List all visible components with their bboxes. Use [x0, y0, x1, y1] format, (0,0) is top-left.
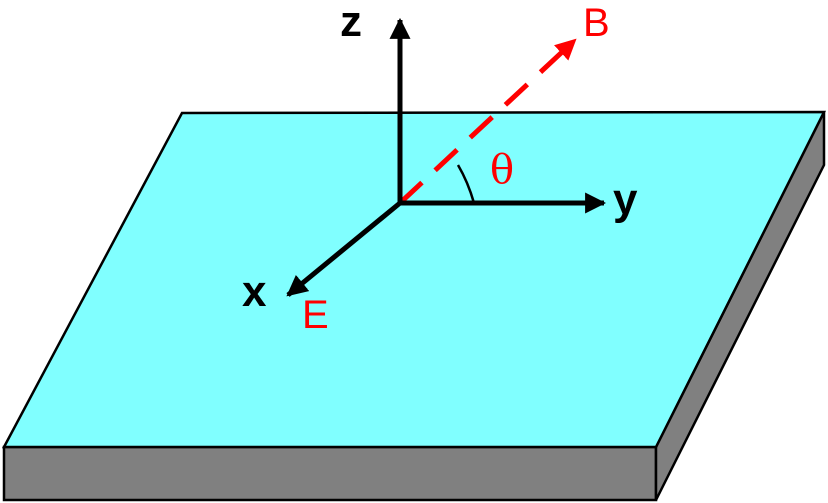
theta-arc [456, 164, 476, 204]
y-axis-label: y [613, 175, 638, 224]
e-field-label: E [302, 293, 329, 337]
slab-top-face [1, 110, 827, 449]
z-axis-label: z [340, 0, 362, 46]
b-field-vector [398, 38, 577, 205]
slab-front-face [2, 445, 658, 502]
b-field-label: B [583, 1, 610, 45]
slab [1, 110, 827, 502]
x-axis-label: x [242, 267, 267, 316]
theta-label: θ [490, 147, 514, 193]
x-axis [286, 201, 402, 297]
